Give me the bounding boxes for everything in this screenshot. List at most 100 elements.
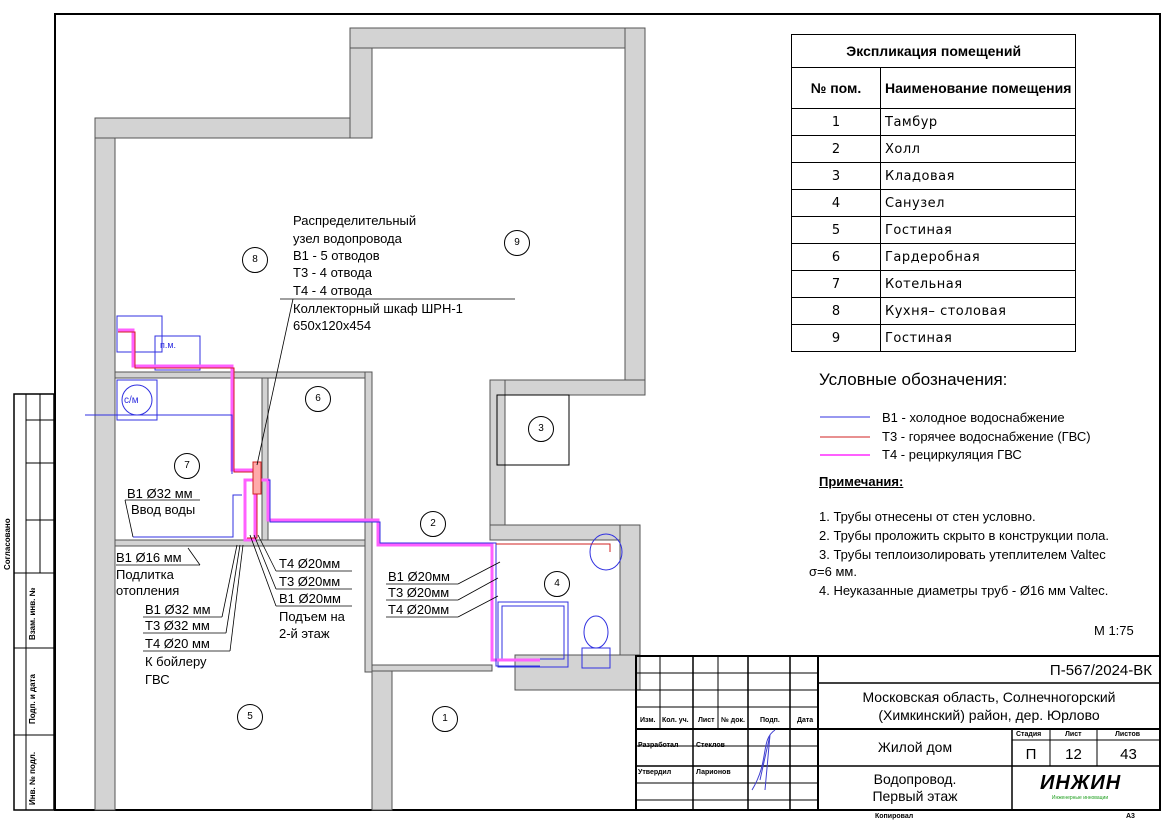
sheets-header: Листов [1115, 731, 1141, 738]
cell-number: 9 [791, 324, 881, 352]
text-line: узел водопровода [293, 231, 402, 246]
cell-name: Кухня– столовая [879, 297, 1077, 325]
text-line: В1 - 5 отводов [293, 248, 380, 263]
format-label: А3 [1126, 813, 1135, 820]
notes-title: Примечания: [819, 474, 904, 489]
note-item: 3. Трубы теплоизолировать утеплителем Va… [809, 547, 1106, 579]
signature [751, 729, 776, 791]
text-line: 650х120х454 [293, 318, 372, 333]
drawing-title-line: Водопровод. [873, 771, 957, 787]
cell-number: 1 [791, 108, 881, 136]
cell-number: 6 [791, 243, 881, 271]
drawing-code: П-567/2024-ВК [1049, 662, 1152, 679]
cell-name: Гардеробная [879, 243, 1077, 271]
sheet-value: 12 [1065, 746, 1082, 763]
cell-number: 8 [791, 297, 881, 325]
notes-list: 1. Трубы отнесены от стен условно. 2. Тр… [809, 508, 1129, 599]
address: Московская область, Солнечногорский (Химк… [818, 688, 1160, 724]
developed-label: Разработал [638, 742, 679, 749]
legend-item-b1: В1 - холодное водоснабжение [882, 410, 1065, 425]
bath-t3: Т3 Ø20мм [388, 585, 450, 600]
heating-label-2: отопления [116, 583, 180, 598]
cell-name: Холл [879, 135, 1077, 163]
pipe-t3 [118, 331, 258, 539]
leader-lines [116, 298, 515, 652]
object-name: Жилой дом [877, 739, 953, 755]
inlet-label: Ввод воды [131, 502, 196, 517]
heating-label-1: Подлитка [116, 567, 174, 582]
boiler-t4: Т4 Ø20 мм [145, 636, 210, 651]
text-line: Распределительный [293, 213, 417, 228]
side-sign-date: Подп. и дата [28, 674, 37, 724]
riser-t3: Т3 Ø20мм [279, 574, 341, 589]
room-number-5: 5 [237, 704, 263, 730]
logo-subtitle: Инженерные инновации [1051, 795, 1109, 801]
legend-item-t3: Т3 - горячее водоснабжение (ГВС) [882, 429, 1091, 444]
address-line: (Химкинский) район, дер. Юрлово [878, 707, 1100, 723]
pipe-t4 [118, 328, 540, 662]
col-header-number: № пом. [791, 67, 881, 109]
bath-t4: Т4 Ø20мм [388, 602, 450, 617]
room-number-4: 4 [544, 571, 570, 597]
riser-label-2: 2-й этаж [279, 626, 330, 641]
cell-name: Гостиная [879, 324, 1077, 352]
note-item: 1. Трубы отнесены от стен условно. [819, 509, 1036, 524]
boiler-b1: В1 Ø32 мм [145, 602, 211, 617]
heating-diameter: В1 Ø16 мм [116, 550, 182, 565]
developed-name: Стеклов [696, 742, 725, 749]
room-number-1: 1 [432, 706, 458, 732]
title-block-grid [13, 393, 1161, 811]
riser-b1: В1 Ø20мм [279, 591, 341, 606]
header-sign: Подп. [760, 717, 780, 724]
room-number-9: 9 [504, 230, 530, 256]
text-line: Т4 - 4 отвода [293, 283, 372, 298]
bath-b1: В1 Ø20мм [388, 569, 450, 584]
room-number-8: 8 [242, 247, 268, 273]
room-number-2: 2 [420, 511, 446, 537]
cell-name: Котельная [879, 270, 1077, 298]
washer-label: с/м [124, 395, 139, 406]
cell-name: Гостиная [879, 216, 1077, 244]
drawing-title-line: Первый этаж [872, 788, 958, 804]
table-title: Экспликация помещений [790, 34, 1077, 68]
sheet-header: Лист [1065, 731, 1082, 738]
legend-item-t4: Т4 - рециркуляция ГВС [882, 447, 1022, 462]
header-change: Изм. [640, 717, 656, 724]
scale-label: М 1:75 [1094, 623, 1134, 638]
header-date: Дата [797, 717, 814, 724]
note-item: 2. Трубы проложить скрыто в конструкции … [819, 528, 1110, 543]
walls [94, 27, 646, 811]
side-agreed: Согласовано [3, 518, 12, 570]
text-line: Коллекторный шкаф ШРН-1 [293, 301, 463, 316]
address-line: Московская область, Солнечногорский [862, 689, 1116, 705]
boiler-label-2: ГВС [145, 672, 170, 687]
pipes [85, 328, 611, 667]
room-number-7: 7 [174, 453, 200, 479]
pm-label: п.м. [160, 340, 177, 350]
logo-text: ИНЖИН [1040, 772, 1122, 794]
boiler-label-1: К бойлеру [145, 654, 207, 669]
riser-label-1: Подъем на [279, 609, 345, 624]
cell-number: 7 [791, 270, 881, 298]
header-sheet: Лист [698, 717, 715, 724]
room-explication-table: Экспликация помещений № пом.Наименование… [790, 34, 1077, 352]
cell-name: Кладовая [879, 162, 1077, 190]
room-number-3: 3 [528, 416, 554, 442]
cell-number: 4 [791, 189, 881, 217]
header-doc: № док. [721, 717, 745, 724]
copied-label: Копировал [875, 813, 914, 820]
text-line: Т3 - 4 отвода [293, 265, 372, 280]
legend-title: Условные обозначения: [819, 370, 1008, 389]
stage-header: Стадия [1016, 731, 1042, 738]
inlet-diameter: В1 Ø32 мм [127, 486, 193, 501]
